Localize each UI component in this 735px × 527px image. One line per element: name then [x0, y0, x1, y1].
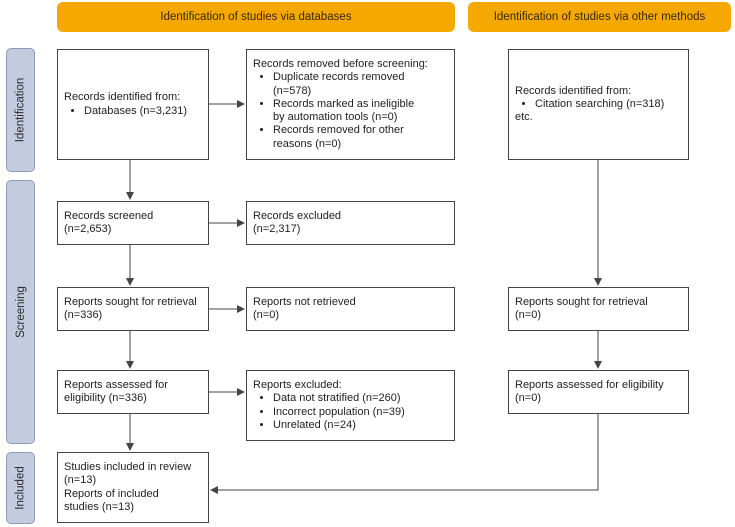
other-identified-extra: etc.	[515, 111, 533, 124]
reports-assessed-text: Reports assessed for eligibility (n=336)	[64, 378, 168, 404]
list-item: Duplicate records removed (n=578)	[273, 71, 454, 97]
header-databases: Identification of studies via databases	[57, 2, 455, 32]
list-item: Citation searching (n=318)	[535, 98, 688, 111]
reports-excluded-box: Reports excluded: Data not stratified (n…	[246, 370, 455, 441]
list-item: Records marked as ineligible by automati…	[273, 98, 454, 124]
reports-assessed-box: Reports assessed for eligibility (n=336)	[57, 370, 209, 414]
records-identified-list: Databases (n=3,231)	[64, 105, 208, 118]
arrow-other-assessed-to-included	[210, 414, 599, 494]
header-other-methods: Identification of studies via other meth…	[468, 2, 731, 32]
records-identified-box: Records identified from: Databases (n=3,…	[57, 49, 209, 160]
reports-not-retrieved-box: Reports not retrieved (n=0)	[246, 287, 455, 331]
records-screened-box: Records screened (n=2,653)	[57, 201, 209, 245]
list-item: Data not stratified (n=260)	[273, 392, 454, 405]
records-excluded-text: Records excluded (n=2,317)	[253, 209, 342, 235]
records-excluded-box: Records excluded (n=2,317)	[246, 201, 455, 245]
list-item: Incorrect population (n=39)	[273, 406, 454, 419]
list-item: Databases (n=3,231)	[84, 105, 208, 118]
other-identified-title: Records identified from:	[515, 84, 632, 97]
records-screened-text: Records screened (n=2,653)	[64, 209, 154, 235]
studies-included-box: Studies included in review (n=13) Report…	[57, 452, 209, 523]
stage-included: Included	[6, 452, 35, 524]
reports-excluded-title: Reports excluded:	[253, 379, 342, 392]
other-reports-assessed-box: Reports assessed for eligibility (n=0)	[508, 370, 689, 414]
records-removed-list: Duplicate records removed (n=578) Record…	[253, 71, 454, 150]
other-reports-assessed-text: Reports assessed for eligibility (n=0)	[515, 378, 664, 404]
list-item: Unrelated (n=24)	[273, 419, 454, 432]
studies-included-text: Studies included in review (n=13) Report…	[64, 461, 192, 513]
reports-sought-box: Reports sought for retrieval (n=336)	[57, 287, 209, 331]
stage-identification: Identification	[6, 48, 35, 172]
header-other-label: Identification of studies via other meth…	[493, 11, 706, 23]
other-reports-sought-text: Reports sought for retrieval (n=0)	[515, 295, 648, 321]
list-item: Records removed for other reasons (n=0)	[273, 124, 454, 150]
stage-screening: Screening	[6, 180, 35, 444]
header-databases-label: Identification of studies via databases	[160, 11, 352, 23]
reports-not-retrieved-text: Reports not retrieved (n=0)	[253, 295, 356, 321]
reports-sought-text: Reports sought for retrieval (n=336)	[64, 295, 197, 321]
records-removed-box: Records removed before screening: Duplic…	[246, 49, 455, 160]
other-reports-sought-box: Reports sought for retrieval (n=0)	[508, 287, 689, 331]
reports-excluded-list: Data not stratified (n=260) Incorrect po…	[253, 392, 454, 432]
records-removed-title: Records removed before screening:	[253, 58, 428, 71]
records-identified-title: Records identified from:	[64, 91, 181, 104]
other-identified-list: Citation searching (n=318)	[515, 98, 688, 111]
other-records-identified-box: Records identified from: Citation search…	[508, 49, 689, 160]
